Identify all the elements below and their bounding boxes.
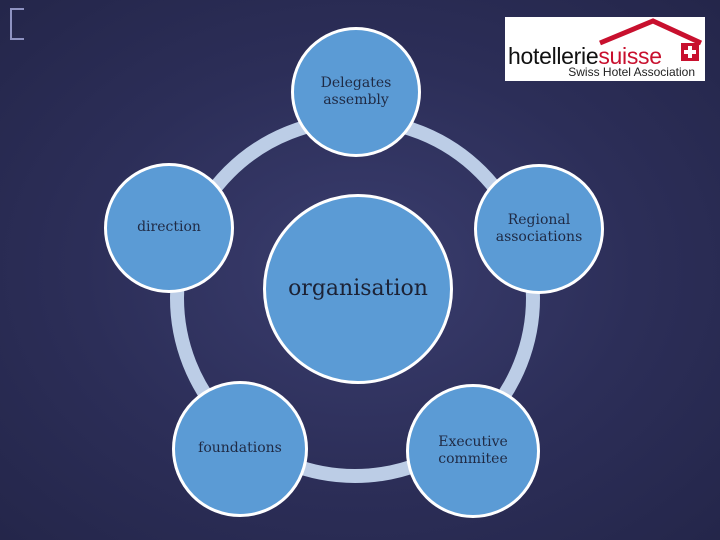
node-regional-associations: Regional associations xyxy=(474,164,604,294)
node-label: Delegates assembly xyxy=(320,74,392,109)
logo-wordmark-part2: suisse xyxy=(598,43,662,69)
node-delegates-assembly: Delegates assembly xyxy=(291,27,421,157)
center-node-label: organisation xyxy=(288,276,428,302)
node-label: Executive commitee xyxy=(438,433,508,468)
hotelleriesuisse-logo: hotelleriesuisse Swiss Hotel Association xyxy=(505,17,705,81)
center-node-organisation: organisation xyxy=(263,194,453,384)
corner-bracket-decoration xyxy=(10,8,24,40)
node-label: Regional associations xyxy=(495,211,583,246)
logo-wordmark-part1: hotellerie xyxy=(508,43,599,69)
node-label: direction xyxy=(137,219,201,236)
node-label: foundations xyxy=(198,440,282,457)
logo-subtitle: Swiss Hotel Association xyxy=(568,65,695,79)
node-foundations: foundations xyxy=(172,381,308,517)
node-executive-committee: Executive commitee xyxy=(406,384,540,518)
logo-roof-icon xyxy=(599,18,703,61)
logo-wordmark: hotelleriesuisse xyxy=(508,43,662,70)
node-direction: direction xyxy=(104,163,234,293)
